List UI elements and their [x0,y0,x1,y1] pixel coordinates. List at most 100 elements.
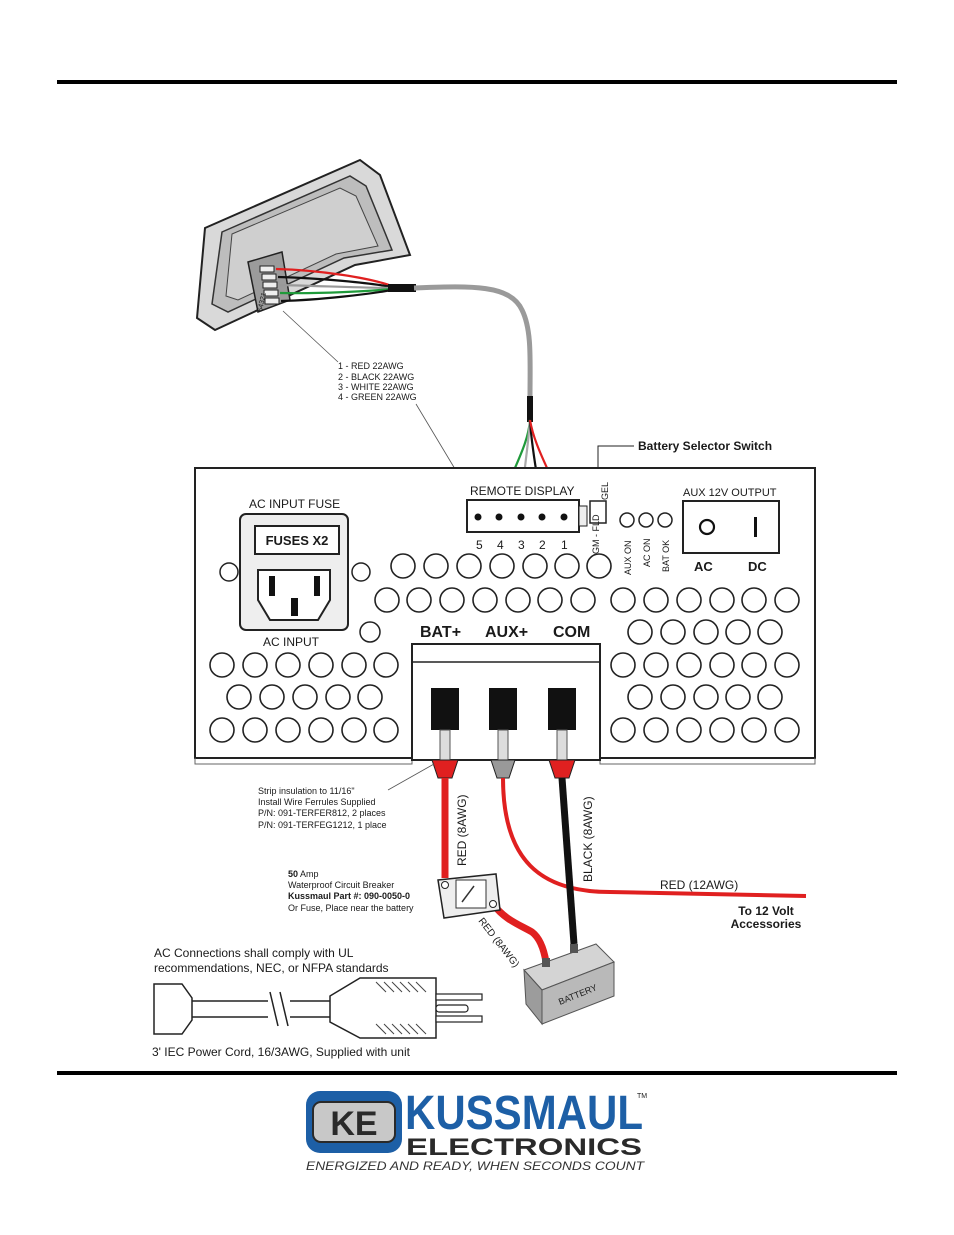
terminal-aux-plus [489,688,517,730]
ac-input-fuse-label: AC INPUT FUSE [249,497,340,511]
battery: BATTERY [523,943,615,1026]
remote-cable [413,284,533,399]
pin-number: 5 [476,538,483,552]
terminal-com [548,688,576,730]
vent-hole [774,717,800,743]
vent-hole [627,619,653,645]
vent-hole [292,684,318,710]
vent-hole [741,652,767,678]
vent-hole [341,652,367,678]
breaker-amp-value: 50 [288,869,298,879]
vent-hole [757,684,783,710]
circuit-breaker [437,873,501,919]
pin-number: 4 [497,538,504,552]
gel-label: GEL [600,482,610,500]
vent-hole [308,652,334,678]
ferrule-note-line: P/N: 091-TERFEG1212, 1 place [258,820,387,830]
vent-hole [757,619,783,645]
vent-hole [423,553,449,579]
breaker-amp-unit: Amp [298,869,319,879]
logo-mark-letters: KE [330,1105,377,1143]
battery-selector-switch[interactable] [589,500,607,524]
vent-hole [709,652,735,678]
vent-hole [308,717,334,743]
vent-hole [275,717,301,743]
power-cord-note: 3' IEC Power Cord, 16/3AWG, Supplied wit… [152,1045,411,1059]
legend-line: 3 - WHITE 22AWG [338,382,414,392]
vent-hole [537,587,563,613]
vent-hole [325,684,351,710]
legend-line: 2 - BLACK 22AWG [338,372,414,382]
vent-hole [439,587,465,613]
vent-hole [676,717,702,743]
vent-hole [374,587,400,613]
vent-hole [554,553,580,579]
vent-hole [472,587,498,613]
vent-hole [725,619,751,645]
vent-hole [586,553,612,579]
connector-pin-numbers: 5 4 3 2 1 [476,538,568,552]
vent-hole [610,587,636,613]
mount-hole [219,562,239,582]
accessories-line2: Accessories [731,917,802,931]
ferrule-note-line: P/N: 091-TERFER812, 2 places [258,808,386,818]
vent-hole [610,717,636,743]
legend-leader-top [282,310,339,363]
vent-hole [406,587,432,613]
fuses-box-label: FUSES X2 [266,533,329,548]
vent-hole [373,652,399,678]
vent-hole [709,587,735,613]
vent-hole [627,684,653,710]
led-label: AUX ON [623,540,633,575]
wire-label-red-12awg: RED (12AWG) [660,878,738,892]
pin-number: 3 [518,538,525,552]
vent-hole [456,553,482,579]
breaker-note-line: Or Fuse, Place near the battery [288,903,414,913]
power-wires [441,777,807,963]
power-cord [153,977,483,1039]
vent-hole [643,652,669,678]
mount-hole [351,562,371,582]
vent-hole [676,587,702,613]
kussmaul-logo: KE KUSSMAUL TM ELECTRONICS ENERGIZED AND… [306,1087,647,1173]
panel-wires [275,267,416,303]
led-label: AC ON [642,538,652,567]
vent-hole [660,684,686,710]
breaker-note: 50 Amp Waterproof Circuit Breaker Kussma… [288,869,414,913]
vent-hole [741,587,767,613]
ferrule-note: Strip insulation to 11/16" Install Wire … [258,786,387,830]
ac-symbol-icon [698,518,716,536]
vent-hole [693,684,719,710]
vent-hole [570,587,596,613]
led-bat-ok [657,512,673,528]
vent-hole [242,717,268,743]
vent-hole [709,717,735,743]
vent-hole [643,587,669,613]
panel-connector-pins [259,265,280,305]
terminal-label-com: COM [553,624,590,641]
vent-hole [209,652,235,678]
terminal-bat-plus [431,688,459,730]
terminal-block [411,643,601,761]
vent-hole [774,652,800,678]
vent-hole [660,619,686,645]
logo-tm: TM [637,1093,647,1100]
ferrules [431,729,576,779]
remote-display-title: REMOTE DISPLAY [470,484,574,498]
breaker-amp-line: 50 Amp [288,869,319,879]
vent-hole [522,553,548,579]
vent-hole [610,652,636,678]
remote-display-connector [466,499,588,533]
vent-hole [242,652,268,678]
battery-selector-label: Battery Selector Switch [638,439,772,453]
vent-hole [741,717,767,743]
aux-output-title: AUX 12V OUTPUT [683,487,777,499]
ac-input-label: AC INPUT [263,635,320,649]
logo-sub: ELECTRONICS [406,1134,642,1161]
aux-output-switch[interactable] [682,500,780,554]
vent-hole [373,717,399,743]
mount-hole [359,621,381,643]
vent-hole [226,684,252,710]
vent-holes [209,553,800,743]
